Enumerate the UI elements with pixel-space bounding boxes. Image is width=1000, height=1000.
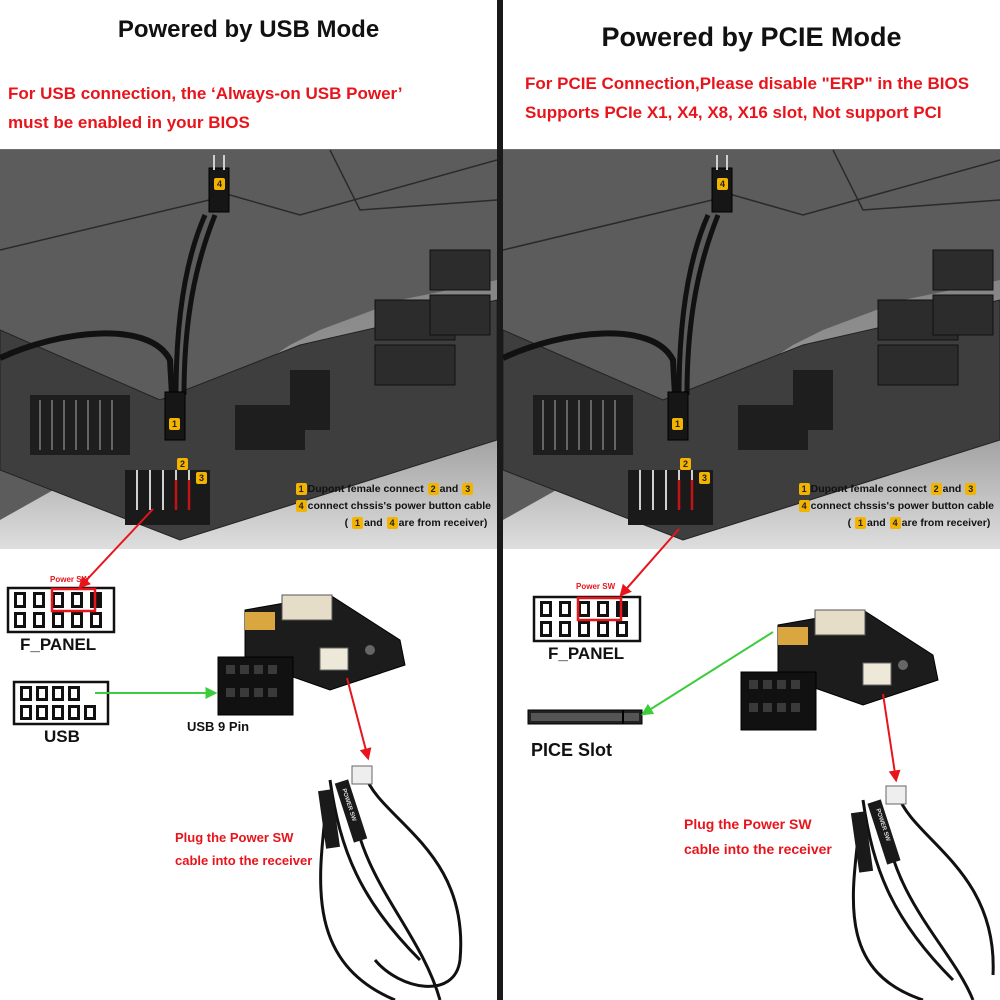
legend-text: and: [867, 517, 886, 529]
badge-1: 1: [855, 517, 867, 529]
bios-note-line-2: must be enabled in your BIOS: [8, 113, 250, 132]
legend-text: (: [344, 517, 349, 529]
bios-note-line-1: For USB connection, the ‘Always-on USB P…: [8, 84, 403, 103]
legend-text: (: [847, 517, 852, 529]
pin-badges: 2: [176, 458, 189, 470]
badge-4: 4: [295, 500, 307, 512]
f-panel-label: F_PANEL: [548, 644, 625, 663]
power-sw-cable: [850, 785, 995, 1000]
bios-note: For USB connection, the ‘Always-on USB P…: [8, 79, 403, 137]
power-sw-cable: [318, 765, 463, 1000]
pin-badges: 4: [716, 178, 729, 190]
receiver-board: [740, 609, 939, 731]
badge-3: 3: [462, 483, 474, 495]
legend-text: and: [942, 483, 962, 495]
badge-1: 1: [798, 483, 810, 495]
page-title: Powered by USB Mode: [117, 16, 380, 43]
badge-2: 2: [177, 458, 188, 470]
plug-instruction: Plug the Power SW cable into the receive…: [175, 826, 312, 872]
pcie-mode-panel: Powered by PCIE Mode For PCIE Connection…: [503, 0, 1000, 1000]
badge-4: 4: [889, 517, 901, 529]
power-sw-label: Power SW: [50, 575, 90, 584]
plug-instruction: Plug the Power SW cable into the receive…: [684, 812, 832, 862]
motherboard-illustration: [503, 149, 1000, 1000]
pin-badges: 1: [671, 418, 684, 430]
badge-1: 1: [352, 517, 364, 529]
pcie-slot-icon: [527, 709, 643, 725]
plug-instruction-line-1: Plug the Power SW: [684, 816, 812, 832]
badge-1: 1: [169, 418, 180, 430]
pin-badges: 3: [698, 472, 711, 484]
legend-text: connect chssis's power button cable: [810, 500, 994, 512]
page-title: Powered by PCIE Mode: [601, 22, 902, 52]
badge-3: 3: [965, 483, 977, 495]
legend-text: are from receiver): [901, 517, 991, 529]
badge-4: 4: [798, 500, 810, 512]
pin-badges: 3: [195, 472, 208, 484]
badge-1: 1: [295, 483, 307, 495]
usb-9-pin-label: USB 9 Pin: [187, 719, 250, 734]
f-panel-header-icon: [6, 586, 116, 634]
pin-badges: 2: [679, 458, 692, 470]
bios-note-line-2: Supports PCIe X1, X4, X8, X16 slot, Not …: [525, 103, 942, 122]
usb-mode-panel: Powered by USB Mode For USB connection, …: [0, 0, 497, 1000]
badge-2: 2: [930, 483, 942, 495]
power-sw-label: Power SW: [576, 582, 616, 591]
badge-4: 4: [214, 178, 225, 190]
legend-text: connect chssis's power button cable: [307, 500, 491, 512]
badge-3: 3: [699, 472, 710, 484]
bios-note-line-1: For PCIE Connection,Please disable "ERP"…: [525, 74, 970, 93]
receiver-board: [217, 594, 406, 716]
panel-divider: [497, 0, 503, 1000]
plug-instruction-line-2: cable into the receiver: [175, 853, 313, 868]
usb-label: USB: [44, 727, 80, 746]
legend-text: and: [439, 483, 459, 495]
plug-instruction-line-2: cable into the receiver: [684, 841, 832, 857]
badge-3: 3: [196, 472, 207, 484]
legend-text: Dupont female connect: [307, 483, 424, 495]
badge-4: 4: [717, 178, 728, 190]
legend-text: and: [364, 517, 383, 529]
plug-instruction-line-1: Plug the Power SW: [175, 830, 294, 845]
badge-4: 4: [386, 517, 398, 529]
f-panel-label: F_PANEL: [20, 635, 97, 654]
usb-header-icon: [12, 680, 110, 726]
badge-2: 2: [680, 458, 691, 470]
legend-text: Dupont female connect: [810, 483, 927, 495]
f-panel-header-icon: [532, 595, 642, 643]
pin-badges: 4: [213, 178, 226, 190]
pin-badges: 1: [168, 418, 181, 430]
badge-2: 2: [427, 483, 439, 495]
motherboard-illustration: [0, 149, 497, 1000]
legend-text: are from receiver): [398, 517, 488, 529]
badge-1: 1: [672, 418, 683, 430]
pcie-slot-label: PICE Slot: [531, 740, 613, 760]
bios-note: For PCIE Connection,Please disable "ERP"…: [525, 69, 969, 127]
